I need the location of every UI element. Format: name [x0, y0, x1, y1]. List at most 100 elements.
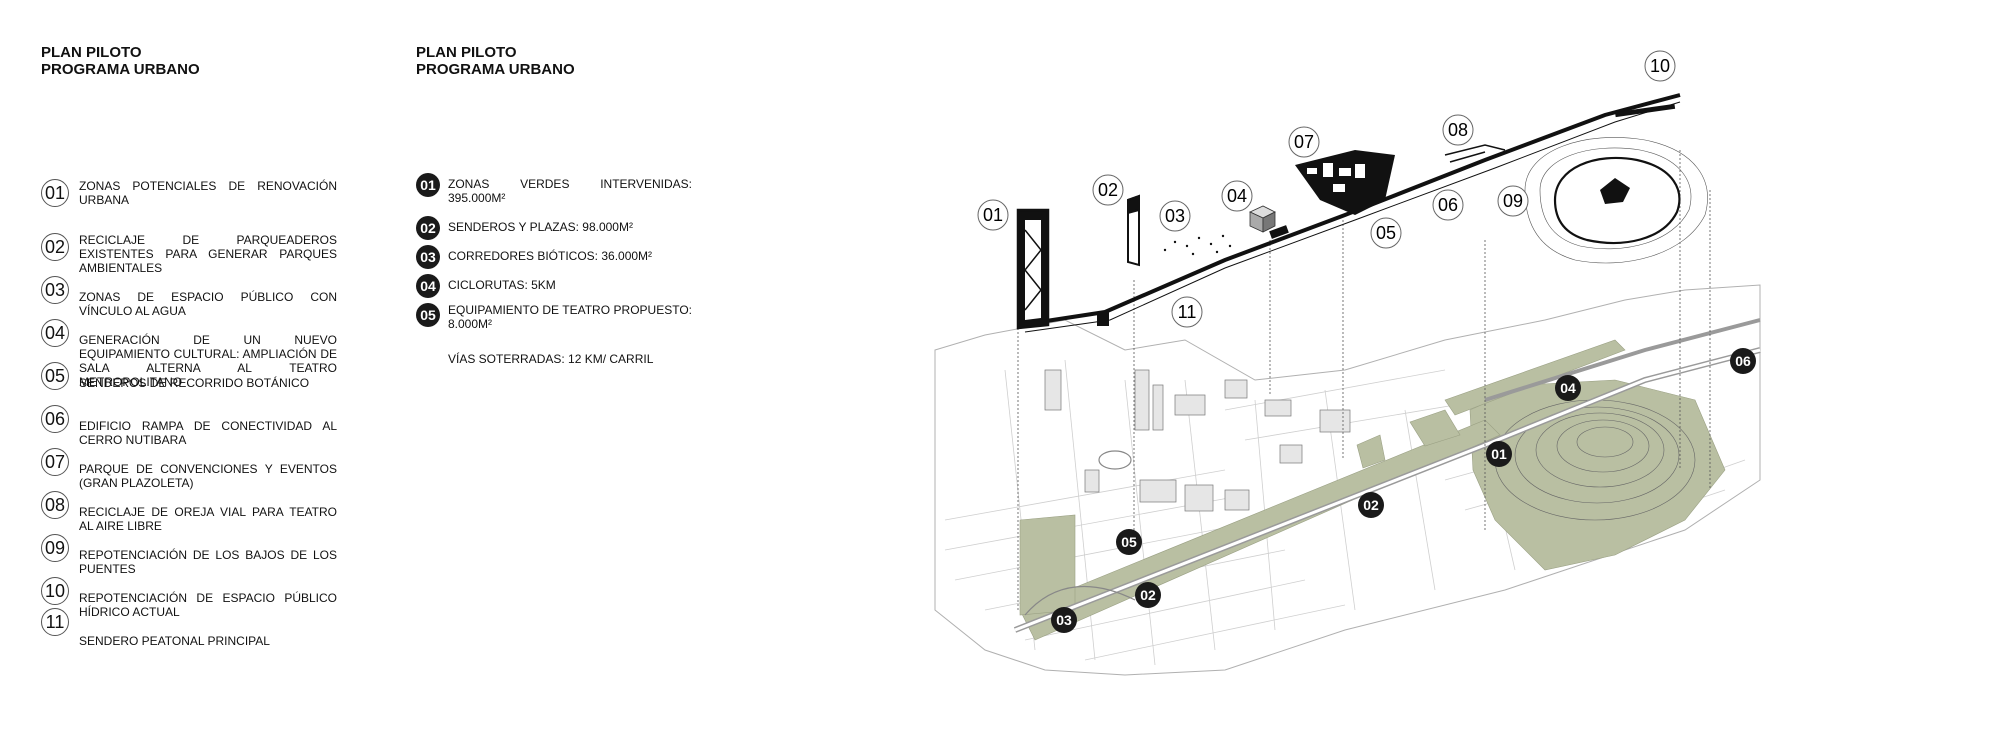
number-badge: 01	[416, 173, 440, 197]
legend-item-text: EDIFICIO RAMPA DE CONECTIVIDAD AL CERRO …	[79, 419, 337, 447]
number-badge: 04	[416, 274, 440, 298]
element-08	[1444, 144, 1506, 163]
marker-label: 11	[1178, 302, 1197, 322]
marker-08: 08	[1442, 114, 1474, 146]
legend-item-text: SENDEROS DE RECORRIDO BOTÁNICO	[79, 376, 310, 390]
number-badge: 11	[41, 608, 69, 636]
legend-item-text: RECICLAJE DE PARQUEADEROS EXISTENTES PAR…	[79, 233, 337, 275]
legend-mid-title-line2: PROGRAMA URBANO	[416, 61, 575, 78]
green-patch	[1356, 434, 1386, 469]
legend-left: PLAN PILOTO PROGRAMA URBANO 01 ZONAS POTE…	[41, 44, 337, 648]
element-02-base	[1097, 312, 1109, 326]
marker-label: 04	[1227, 186, 1247, 206]
filled-marker-04: 04	[1555, 375, 1581, 401]
axonometric-map: 01 02 03 04 05 06 07 08 09 10 11 01 02 0…	[925, 50, 1765, 680]
element-04	[1249, 205, 1276, 233]
marker-04: 04	[1221, 180, 1253, 212]
marker-02: 02	[1092, 174, 1124, 206]
legend-left-list: 01 ZONAS POTENCIALES DE RENOVACIÓN URBANA…	[41, 108, 337, 648]
filled-marker-03: 03	[1051, 607, 1077, 633]
legend-left-title-line1: PLAN PILOTO	[41, 44, 142, 61]
upper-markers: 01 02 03 04 05 06 07 08 09 10 11	[977, 50, 1676, 328]
legend-left-title: PLAN PILOTO PROGRAMA URBANO	[41, 44, 337, 78]
element-02	[1127, 194, 1140, 267]
element-07	[1295, 150, 1395, 215]
green-patch-2	[1409, 409, 1461, 447]
upper-hill-core	[1600, 178, 1630, 204]
marker-label: 06	[1438, 195, 1458, 215]
marker-label: 02	[1363, 497, 1379, 513]
number-badge: 09	[41, 534, 69, 562]
marker-label: 10	[1650, 56, 1670, 76]
number-badge: 03	[416, 245, 440, 269]
number-badge: 02	[416, 216, 440, 240]
legend-item-text: REPOTENCIACIÓN DE ESPACIO PÚBLICO HÍDRIC…	[79, 591, 337, 619]
number-badge: 10	[41, 577, 69, 605]
legend-mid-list: 01 ZONAS VERDES INTERVENIDAS: 395.000M² 0…	[416, 108, 692, 368]
marker-label: 02	[1098, 180, 1118, 200]
legend-mid-title: PLAN PILOTO PROGRAMA URBANO	[416, 44, 692, 78]
marker-label: 05	[1121, 534, 1137, 550]
upper-hill	[1524, 137, 1708, 264]
legend-item-text: GENERACIÓN DE UN NUEVO EQUIPAMIENTO CULT…	[79, 333, 337, 389]
number-badge: 05	[41, 362, 69, 390]
marker-label: 03	[1165, 206, 1185, 226]
legend-item-text: CORREDORES BIÓTICOS: 36.000M²	[448, 249, 653, 263]
number-badge: 03	[41, 276, 69, 304]
marker-label: 05	[1376, 223, 1396, 243]
marker-label: 09	[1503, 191, 1523, 211]
number-badge: 02	[41, 233, 69, 261]
number-badge: 08	[41, 491, 69, 519]
marker-label: 07	[1294, 132, 1314, 152]
upper-hill-bold	[1553, 156, 1681, 244]
legend-left-title-line2: PROGRAMA URBANO	[41, 61, 200, 78]
legend-item-text: CICLORUTAS: 5KM	[448, 278, 556, 292]
legend-item-text: REPOTENCIACIÓN DE LOS BAJOS DE LOS PUENT…	[79, 548, 337, 576]
green-park	[1019, 514, 1076, 616]
legend-item-text: ZONAS POTENCIALES DE RENOVACIÓN URBANA	[79, 179, 337, 207]
legend-item-text: ZONAS VERDES INTERVENIDAS: 395.000M²	[448, 177, 692, 205]
number-badge: 01	[41, 179, 69, 207]
buildings	[1044, 369, 1351, 512]
number-badge: 05	[416, 303, 440, 327]
marker-label: 01	[983, 205, 1003, 225]
element-01	[1016, 208, 1050, 330]
element-04-bar	[1269, 225, 1289, 239]
filled-marker-01: 01	[1486, 441, 1512, 467]
legend-item-text: PARQUE DE CONVENCIONES Y EVENTOS (GRAN P…	[79, 462, 337, 490]
marker-01: 01	[977, 199, 1009, 231]
marker-06: 06	[1432, 189, 1464, 221]
legend-mid-title-line1: PLAN PILOTO	[416, 44, 517, 61]
marker-07: 07	[1288, 126, 1320, 158]
marker-10: 10	[1644, 50, 1676, 82]
legend-note-text: VÍAS SOTERRADAS: 12 KM/ CARRIL	[448, 352, 654, 366]
marker-label: 01	[1491, 446, 1507, 462]
filled-marker-02a: 02	[1358, 492, 1384, 518]
marker-label: 04	[1560, 380, 1576, 396]
legend-item-text: SENDEROS Y PLAZAS: 98.000M²	[448, 220, 633, 234]
legend-item-text: EQUIPAMIENTO DE TEATRO PROPUESTO: 8.000M…	[448, 303, 692, 331]
green-upper-strip	[1444, 339, 1626, 416]
number-badge: 06	[41, 405, 69, 433]
marker-label: 03	[1056, 612, 1072, 628]
filled-marker-02b: 02	[1135, 582, 1161, 608]
marker-label: 08	[1448, 120, 1468, 140]
legend-item-text: ZONAS DE ESPACIO PÚBLICO CON VÍNCULO AL …	[79, 290, 337, 318]
marker-05: 05	[1370, 217, 1402, 249]
marker-11: 11	[1171, 296, 1203, 328]
legend-item-text: SENDERO PEATONAL PRINCIPAL	[79, 634, 270, 648]
marker-label: 06	[1735, 353, 1751, 369]
number-badge: 07	[41, 448, 69, 476]
element-10-bar	[1615, 103, 1676, 118]
lower-markers: 01 02 02 03 04 05 06	[1051, 348, 1756, 633]
filled-marker-06: 06	[1730, 348, 1756, 374]
element-07-cutouts	[1307, 163, 1365, 192]
upper-axonometric	[1016, 93, 1708, 333]
roundabout	[1098, 450, 1132, 470]
curved-road	[1024, 585, 1136, 616]
map-svg: 01 02 03 04 05 06 07 08 09 10 11 01 02 0…	[934, 50, 1761, 676]
filled-marker-05: 05	[1116, 529, 1142, 555]
legend-item-text: RECICLAJE DE OREJA VIAL PARA TEATRO AL A…	[79, 505, 337, 533]
number-badge: 04	[41, 319, 69, 347]
marker-09: 09	[1497, 185, 1529, 217]
